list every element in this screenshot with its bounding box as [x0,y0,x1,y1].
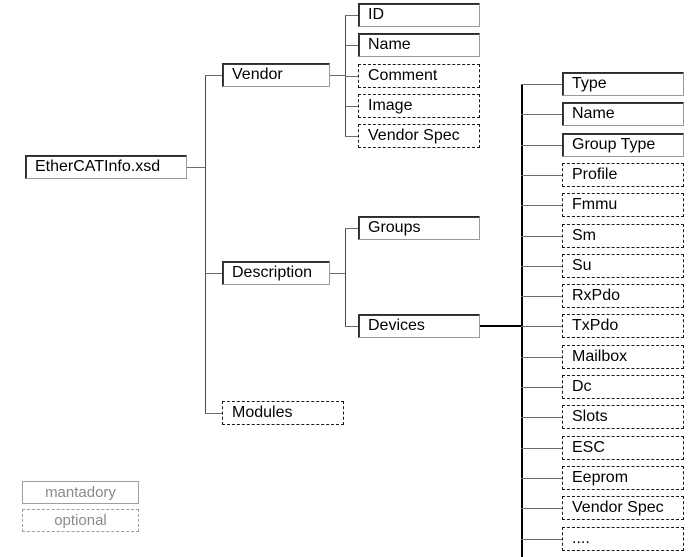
connector-devices-profile [521,175,563,176]
node-label: Type [572,75,607,92]
node-label: Su [572,257,592,274]
node-label: Vendor [232,66,283,83]
node-device-more[interactable]: .... [562,527,684,551]
node-label: Devices [368,317,425,334]
node-device-rxpdo[interactable]: RxPdo [562,284,684,308]
node-device-mailbox[interactable]: Mailbox [562,345,684,369]
connector-root-stub [187,167,206,168]
node-device-name[interactable]: Name [562,102,684,126]
connector-description-stub [330,273,346,274]
node-device-group-type[interactable]: Group Type [562,133,684,157]
connector-devices-slots [521,417,563,418]
node-vendor-id[interactable]: ID [358,3,480,27]
connector-vendor-image [345,106,359,107]
connector-vendor-vendorspec [345,136,359,137]
connector-devices-rxpdo [521,296,563,297]
connector-devices-type [521,84,563,85]
node-device-fmmu[interactable]: Fmmu [562,193,684,217]
node-device-sm[interactable]: Sm [562,224,684,248]
node-device-eeprom[interactable]: Eeprom [562,466,684,490]
node-device-vendor-spec[interactable]: Vendor Spec [562,496,684,520]
node-label: RxPdo [572,287,621,304]
connector-devices-eeprom [521,478,563,479]
node-vendor-name[interactable]: Name [358,33,480,57]
connector-description-trunk [345,228,346,326]
legend-mandatory: mantadory [22,481,139,504]
connector-main-trunk [205,75,206,413]
connector-vendor-stub [330,75,346,76]
node-label: Description [232,264,313,281]
node-vendor-vendor-spec[interactable]: Vendor Spec [358,124,480,148]
connector-devices-group-type [521,145,563,146]
connector-devices-more [521,539,563,540]
connector-trunk-vendor [205,75,223,76]
node-label: Sm [572,227,596,244]
node-label: TxPdo [572,317,619,334]
node-vendor-image[interactable]: Image [358,94,480,118]
connector-vendor-name [345,45,359,46]
connector-devices-esc [521,448,563,449]
node-device-txpdo[interactable]: TxPdo [562,314,684,338]
node-label: Modules [232,404,293,421]
node-label: EtherCATInfo.xsd [35,158,161,175]
node-root[interactable]: EtherCATInfo.xsd [25,155,187,179]
node-label: Mailbox [572,348,628,365]
connector-vendor-comment [345,76,359,77]
connector-devices-trunk [521,84,523,557]
legend-label: mantadory [45,484,116,501]
connector-description-groups [345,228,359,229]
connector-trunk-modules [205,413,223,414]
connector-trunk-description [205,273,223,274]
node-device-type[interactable]: Type [562,72,684,96]
connector-devices-su [521,266,563,267]
node-device-esc[interactable]: ESC [562,436,684,460]
node-label: Profile [572,166,618,183]
node-label: Comment [368,67,438,84]
connector-description-devices [345,326,359,327]
node-label: Eeprom [572,469,629,486]
legend-label: optional [54,512,107,529]
connector-devices-sm [521,236,563,237]
node-label: Fmmu [572,196,618,213]
node-label: .... [572,530,590,547]
node-label: Vendor Spec [368,127,460,144]
node-label: Slots [572,408,608,425]
connector-devices-fmmu [521,205,563,206]
node-vendor-comment[interactable]: Comment [358,64,480,88]
node-vendor[interactable]: Vendor [222,63,330,87]
node-description[interactable]: Description [222,261,330,285]
node-label: ID [368,6,384,23]
node-label: ESC [572,439,605,456]
node-label: Dc [572,378,592,395]
node-label: Groups [368,219,421,236]
node-groups[interactable]: Groups [358,216,480,240]
node-device-slots[interactable]: Slots [562,405,684,429]
connector-devices-dc [521,387,563,388]
connector-vendor-id [345,15,359,16]
connector-devices-name [521,114,563,115]
legend-optional: optional [22,509,139,532]
node-device-profile[interactable]: Profile [562,163,684,187]
node-device-su[interactable]: Su [562,254,684,278]
connector-vendor-trunk [345,15,346,136]
node-device-dc[interactable]: Dc [562,375,684,399]
node-label: Name [368,36,411,53]
node-label: Name [572,105,615,122]
connector-devices-txpdo [521,326,563,327]
node-modules[interactable]: Modules [222,401,344,425]
node-devices[interactable]: Devices [358,314,480,338]
node-label: Image [368,97,413,114]
connector-devices-mailbox [521,357,563,358]
node-label: Vendor Spec [572,499,664,516]
connector-devices-vendorspec [521,508,563,509]
node-label: Group Type [572,136,656,153]
connector-devices-stub [480,325,522,327]
